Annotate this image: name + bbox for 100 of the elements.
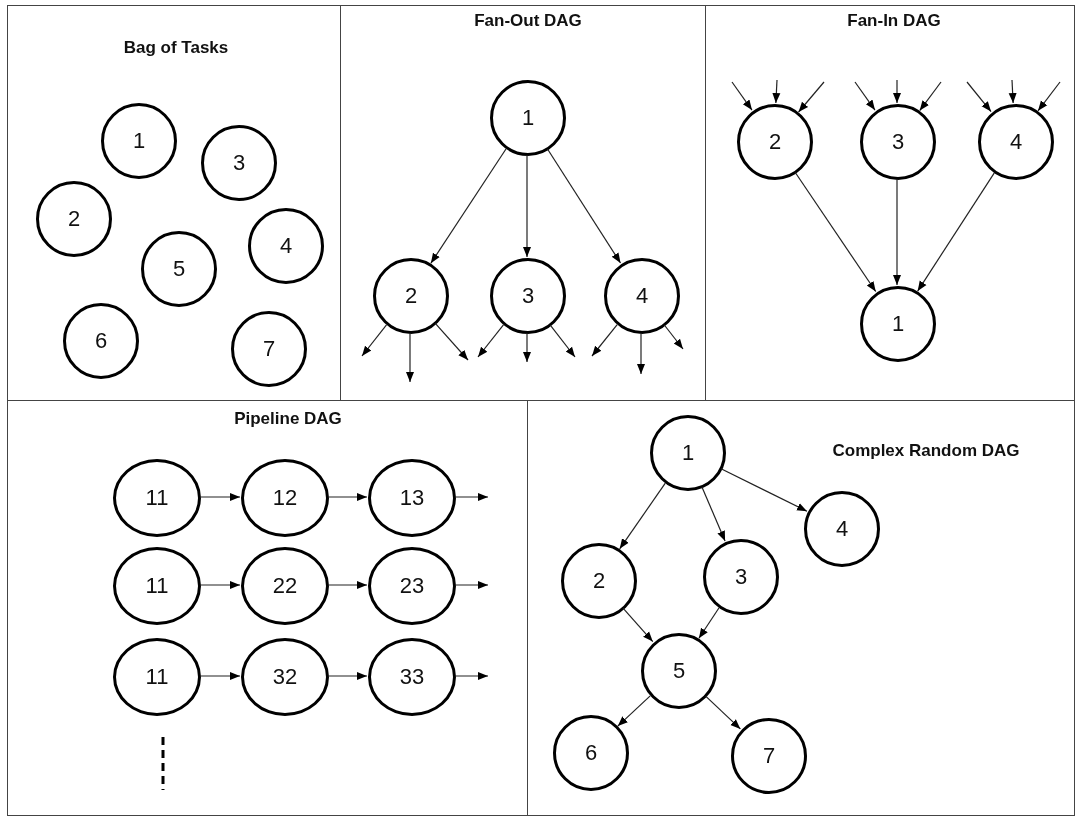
task-circle — [804, 491, 880, 567]
arrow — [893, 178, 901, 286]
arrow — [327, 581, 368, 589]
task-circle — [860, 104, 936, 180]
task-number: 2 — [67, 206, 81, 232]
arrow — [523, 332, 531, 363]
task-circle — [113, 638, 201, 716]
arrow — [794, 171, 877, 293]
arrow — [1008, 79, 1017, 104]
arrow — [893, 79, 901, 104]
task-circle — [113, 459, 201, 537]
arrow — [434, 322, 469, 361]
task-number: 2 — [592, 568, 606, 594]
task-circle — [63, 303, 139, 379]
panel-title: Fan-Out DAG — [474, 11, 582, 31]
task-circle — [36, 181, 112, 257]
task-number: 2 — [768, 129, 782, 155]
task-circle — [561, 543, 637, 619]
arrow — [523, 154, 531, 258]
task-number: 3 — [734, 564, 748, 590]
arrow — [919, 81, 942, 112]
arrow — [701, 486, 726, 542]
panel — [527, 400, 1075, 816]
arrow — [199, 581, 241, 589]
arrow — [454, 672, 489, 680]
task-circle — [373, 258, 449, 334]
arrow — [361, 324, 388, 357]
arrow — [549, 324, 576, 358]
task-number: 33 — [399, 664, 425, 690]
arrow — [546, 148, 622, 264]
task-number: 11 — [145, 664, 169, 690]
task-circle — [490, 258, 566, 334]
arrow — [591, 324, 618, 357]
task-number: 1 — [521, 105, 535, 131]
arrow — [772, 79, 781, 104]
task-circle — [490, 80, 566, 156]
arrow — [406, 332, 414, 383]
task-circle — [641, 633, 717, 709]
arrow — [199, 672, 241, 680]
task-circle — [101, 103, 177, 179]
task-number: 7 — [262, 336, 276, 362]
arrow — [454, 581, 489, 589]
task-circle — [978, 104, 1054, 180]
task-number: 11 — [145, 573, 169, 599]
task-number: 7 — [762, 743, 776, 769]
panel-title: Bag of Tasks — [123, 38, 229, 58]
arrow — [327, 672, 368, 680]
arrow — [430, 148, 507, 264]
arrow — [966, 81, 992, 113]
task-number: 1 — [891, 311, 905, 337]
task-number: 32 — [272, 664, 298, 690]
task-circle — [241, 459, 329, 537]
arrow — [477, 324, 505, 358]
task-number: 6 — [94, 328, 108, 354]
arrow — [731, 81, 753, 111]
arrow — [705, 695, 741, 730]
task-circle — [368, 547, 456, 625]
task-circle — [650, 415, 726, 491]
arrow — [854, 81, 876, 111]
task-circle — [604, 258, 680, 334]
task-number: 12 — [272, 485, 298, 511]
task-number: 3 — [521, 283, 535, 309]
task-number: 5 — [172, 256, 186, 282]
task-circle — [368, 638, 456, 716]
task-circle — [703, 539, 779, 615]
task-number: 13 — [399, 485, 425, 511]
task-circle — [248, 208, 324, 284]
task-number: 4 — [635, 283, 649, 309]
arrow — [663, 324, 684, 350]
task-circle — [141, 231, 217, 307]
panel-title: Pipeline DAG — [234, 409, 342, 429]
task-circle — [113, 547, 201, 625]
task-circle — [241, 638, 329, 716]
arrow — [917, 172, 995, 292]
task-number: 4 — [835, 516, 849, 542]
task-number: 11 — [145, 485, 169, 511]
task-number: 6 — [584, 740, 598, 766]
task-number: 22 — [272, 573, 298, 599]
task-circle — [231, 311, 307, 387]
task-number: 23 — [399, 573, 425, 599]
task-circle — [731, 718, 807, 794]
panel-title: Complex Random DAG — [832, 441, 1020, 461]
task-number: 3 — [891, 129, 905, 155]
panel — [7, 400, 528, 816]
arrow — [637, 332, 645, 375]
task-circle — [860, 286, 936, 362]
arrow — [619, 482, 666, 550]
panel-title: Fan-In DAG — [847, 11, 941, 31]
task-number: 5 — [672, 658, 686, 684]
task-number: 4 — [1009, 129, 1023, 155]
task-circle — [737, 104, 813, 180]
task-number: 3 — [232, 150, 246, 176]
arrow — [1037, 81, 1061, 112]
arrow — [327, 493, 368, 501]
task-number: 4 — [279, 233, 293, 259]
task-number: 2 — [404, 283, 418, 309]
arrow — [797, 81, 825, 113]
task-circle — [241, 547, 329, 625]
arrow — [199, 493, 241, 501]
arrow — [720, 468, 808, 512]
